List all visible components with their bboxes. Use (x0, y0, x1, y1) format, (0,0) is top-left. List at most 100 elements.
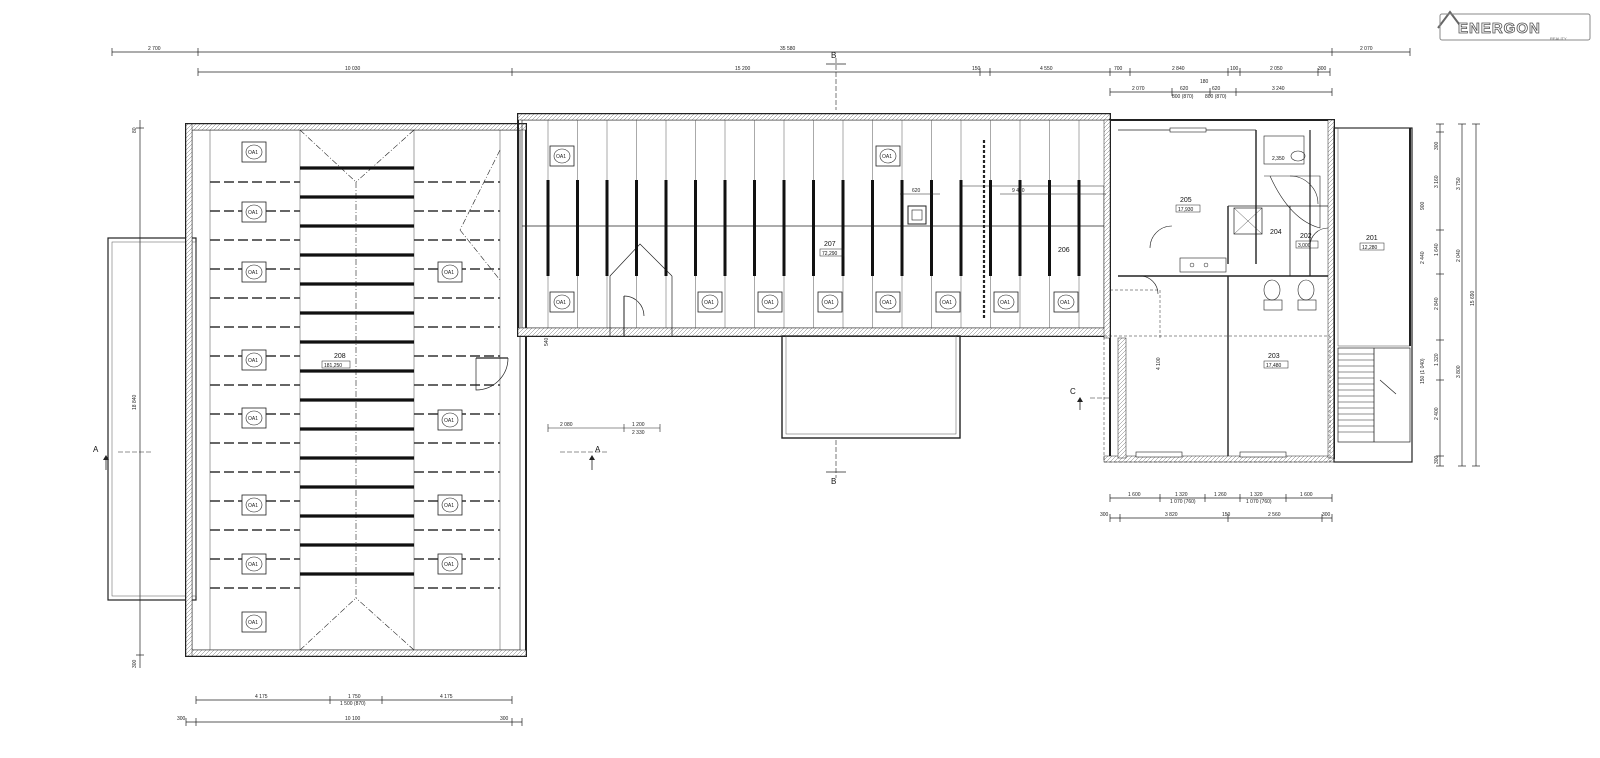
roof-window: OA1 (241, 261, 267, 283)
dim-top3-e: 3 240 (1272, 86, 1285, 92)
roof-window-label: OA1 (444, 418, 454, 424)
dim-right-k: 15 690 (1470, 290, 1476, 306)
balcony (107, 237, 197, 601)
right-dimension-chain (1436, 123, 1480, 467)
dim-top2-h: 2 050 (1270, 66, 1283, 72)
room-label-203: 203 17,480 (1263, 353, 1289, 369)
dim-right-d: 2 840 (1434, 297, 1440, 310)
roof-window-label: OA1 (444, 503, 454, 509)
dim-br2-a: 300 (1100, 512, 1109, 518)
section-label-a1: A (93, 445, 99, 454)
roof-window-label: OA1 (556, 154, 566, 160)
room-area-205: 17,930 (1178, 207, 1194, 213)
dim-top3-c: 620 (1180, 86, 1189, 92)
dim-top3-g: 800 (870) (1205, 94, 1227, 100)
door-208 (475, 357, 509, 391)
bottom-right-dimension-chain (1109, 494, 1333, 522)
roof-window-label: OA1 (248, 358, 258, 364)
bottom-left-dimension-chain (185, 696, 523, 726)
roof-window-label: OA1 (444, 270, 454, 276)
room-area-202: 3,000 (1298, 243, 1311, 249)
roof-window: OA1 (241, 407, 267, 429)
dim-top2-i: 300 (1318, 66, 1327, 72)
room-number-207: 207 (824, 241, 836, 248)
dim-right-m: 2 440 (1420, 251, 1426, 264)
room-label-202: 202 3,000 (1295, 233, 1319, 249)
room-label-207: 207 72,290 (819, 241, 845, 257)
roof-window-label: OA1 (248, 503, 258, 509)
dim-bl1-c: 4 175 (440, 694, 453, 700)
left-wing-rafters (210, 166, 500, 589)
roof-window-label: OA1 (882, 154, 892, 160)
dim-top1-c: 2 070 (1360, 46, 1373, 52)
dim-right-g: 300 (1434, 455, 1440, 464)
roof-window-label: OA1 (444, 562, 454, 568)
dim-mid-d: 9 470 (1012, 188, 1025, 194)
dim-right-n: 150 (1 040) (1420, 358, 1426, 384)
roof-window-label: OA1 (882, 300, 892, 306)
roof-window: OA1 (241, 201, 267, 223)
roof-window: OA1 (875, 291, 901, 313)
roof-window: OA1 (875, 145, 901, 167)
room-area-207: 72,290 (822, 251, 838, 257)
energon-logo: ENERGON REALITY (1437, 10, 1591, 41)
left-wing-outer-wall (185, 123, 527, 657)
logo-subtitle: REALITY (1550, 36, 1567, 41)
roof-window-label: OA1 (942, 300, 952, 306)
room-area-204: 2,350 (1272, 156, 1285, 162)
logo-name: ENERGON (1458, 20, 1541, 37)
room-label-201: 201 12,280 (1359, 235, 1385, 251)
room-number-205: 205 (1180, 197, 1192, 204)
room-number-202: 202 (1300, 233, 1312, 240)
room-number-206: 206 (1058, 247, 1070, 254)
top-dimension-chain-1 (111, 48, 1411, 56)
dim-top2-a: 10 030 (345, 66, 361, 72)
section-marker-b-top: B (826, 51, 846, 110)
roof-window-label: OA1 (556, 300, 566, 306)
roof-window-label: OA1 (1060, 300, 1070, 306)
roof-window: OA1 (1053, 291, 1079, 313)
dim-top3-f: 800 (870) (1172, 94, 1194, 100)
dim-right-f: 2 400 (1434, 407, 1440, 420)
roof-window: OA1 (241, 141, 267, 163)
dim-right-b: 3 160 (1434, 175, 1440, 188)
roof-window-label: OA1 (248, 210, 258, 216)
right-wing-outer-wall (1109, 119, 1335, 459)
dim-left-c: 300 (132, 659, 138, 668)
section-label-a2: A (595, 445, 601, 454)
dim-br1-a: 1 600 (1128, 492, 1141, 498)
dim-br1-b: 1 320 (1175, 492, 1188, 498)
dim-br1-d: 1 260 (1214, 492, 1227, 498)
room-area-201: 12,280 (1362, 245, 1378, 251)
dim-top2-c: 150 (972, 66, 981, 72)
dim-br2-c: 150 (1222, 512, 1231, 518)
section-marker-b-bottom: B (826, 440, 846, 486)
stair-terrace (1333, 127, 1413, 463)
top-dimension-chain-2 (197, 68, 1331, 76)
dim-bl2-b: 10 100 (345, 716, 361, 722)
roof-window-label: OA1 (248, 416, 258, 422)
mid-dimension-lines (547, 193, 1106, 432)
right-wing (1103, 119, 1335, 463)
dim-left-b: 18 840 (132, 394, 138, 410)
dim-bl2-a: 300 (177, 716, 186, 722)
dim-right-h: 3 750 (1456, 177, 1462, 190)
dim-right-c: 1 640 (1434, 243, 1440, 256)
dim-right-e: 1 320 (1434, 353, 1440, 366)
section-marker-c: C (1070, 387, 1110, 410)
dim-bl1-a: 4 175 (255, 694, 268, 700)
roof-window-label: OA1 (1000, 300, 1010, 306)
roof-window: OA1 (549, 291, 575, 313)
dim-top3-d: 620 (1212, 86, 1221, 92)
loggia (781, 335, 961, 439)
section-label-b2: B (831, 477, 836, 486)
dim-mid-a: 2 080 (560, 422, 573, 428)
section-label-c: C (1070, 387, 1076, 396)
room-number-204: 204 (1270, 229, 1282, 236)
room-number-203: 203 (1268, 353, 1280, 360)
roof-window-label: OA1 (248, 150, 258, 156)
section-label-b1: B (831, 51, 836, 60)
dim-br1-g: 1 600 (1300, 492, 1313, 498)
